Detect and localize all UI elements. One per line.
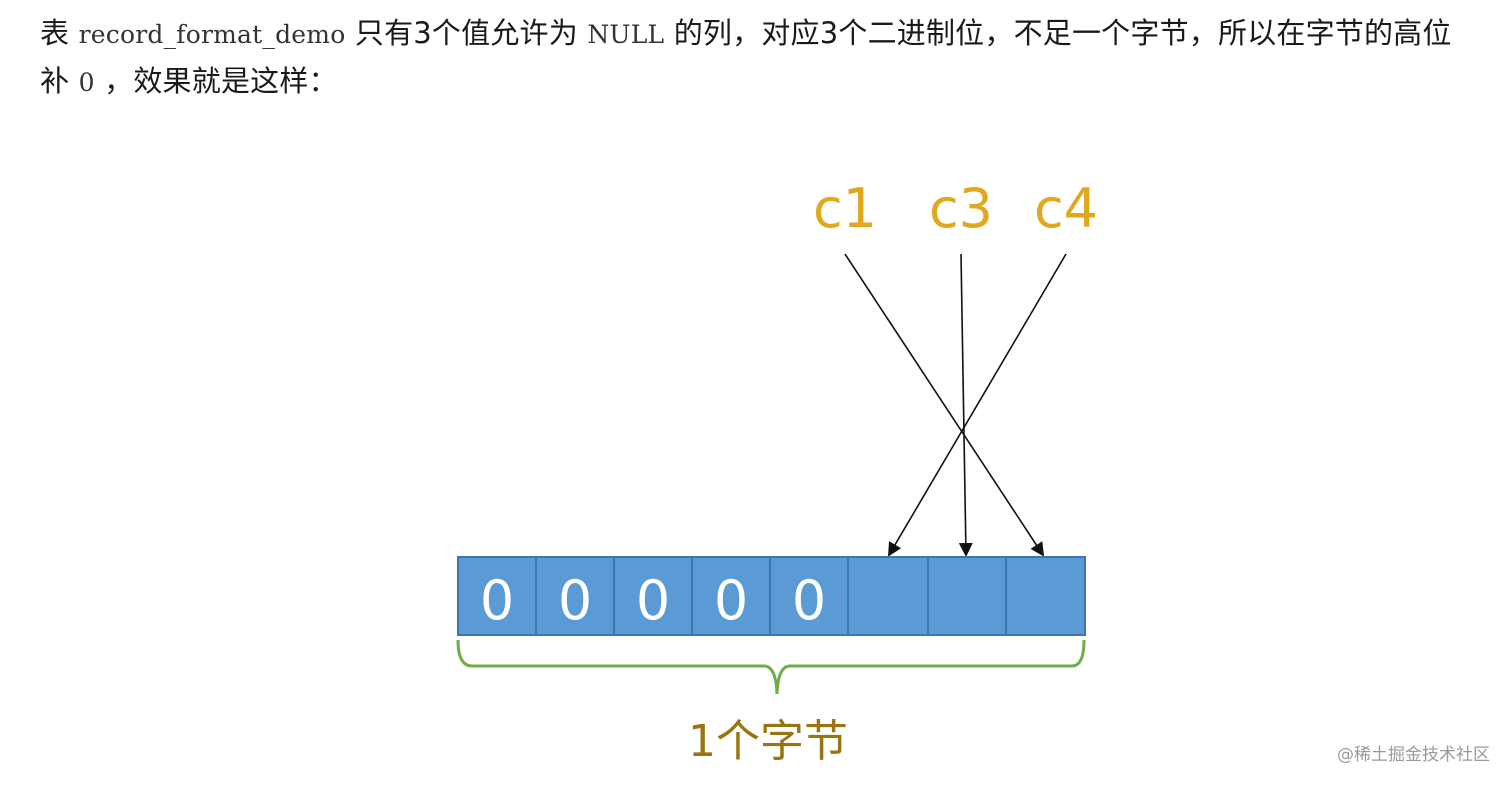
text-mid-2: 的列，对应3个二进制位，不足一个字节，所以在字节的高位补 [40, 16, 1452, 98]
bit-value: 0 [714, 569, 748, 632]
null-keyword-code: NULL [587, 20, 665, 49]
bit-cell: 0 [457, 556, 537, 636]
bit-value: 0 [636, 569, 670, 632]
bit-value: 0 [792, 569, 826, 632]
bit-cell-c3 [927, 556, 1007, 636]
arrow-c3-to-bit-6 [958, 253, 973, 557]
arrow-c1-to-bit-7 [844, 253, 1045, 557]
text-mid-1: 只有3个值允许为 [345, 16, 588, 50]
text-prefix: 表 [40, 16, 79, 50]
bit-value: 0 [558, 569, 592, 632]
text-suffix: ，效果就是这样： [94, 64, 338, 98]
bit-cell: 0 [691, 556, 771, 636]
column-label-c3: c3 [929, 177, 993, 240]
intro-paragraph: 表 record_format_demo 只有3个值允许为 NULL 的列，对应… [40, 10, 1480, 106]
watermark: @稀土掘金技术社区 [1337, 745, 1490, 765]
column-label-c1: c1 [813, 177, 877, 240]
bit-cell-c1 [1005, 556, 1086, 636]
byte-label: 1个字节 [688, 716, 848, 767]
bit-value: 0 [480, 569, 514, 632]
bit-cell: 0 [769, 556, 849, 636]
column-label-c4: c4 [1034, 177, 1098, 240]
byte-brace [456, 639, 1086, 695]
arrow-c4-to-bit-5 [887, 253, 1067, 557]
table-name-code: record_format_demo [78, 20, 346, 49]
bit-cell-c4 [847, 556, 929, 636]
zero-code: 0 [78, 68, 95, 97]
bit-cell: 0 [535, 556, 615, 636]
byte-cells: 0 0 0 0 0 [457, 556, 1086, 636]
bit-cell: 0 [613, 556, 693, 636]
